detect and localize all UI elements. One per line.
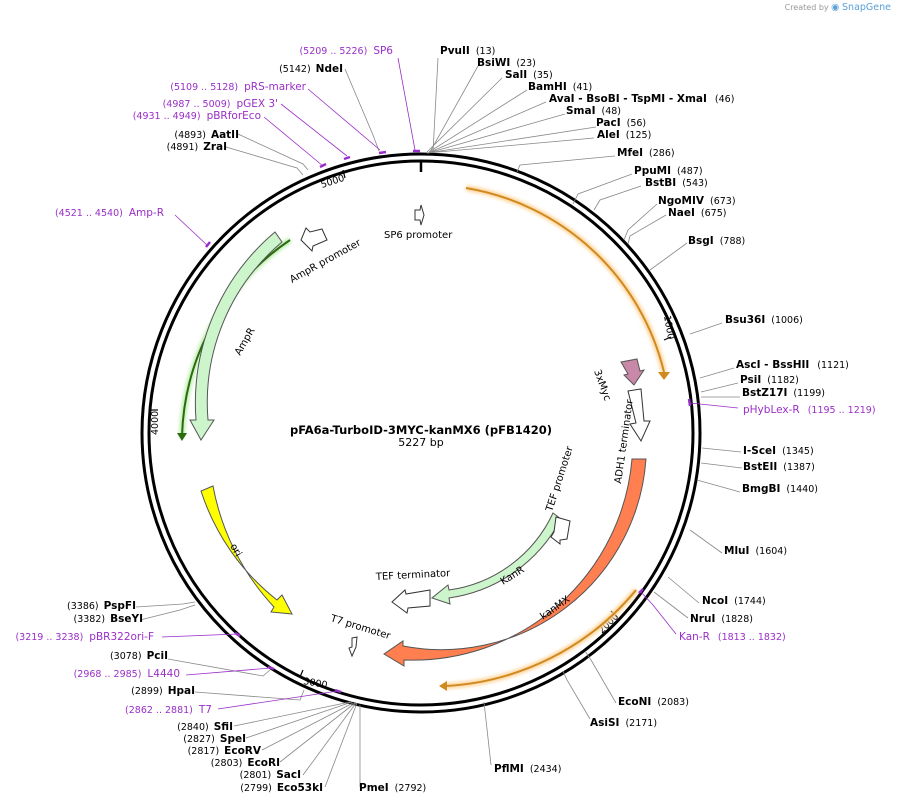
primer-phyblex-r: pHybLex-R(1195 .. 1219) xyxy=(743,404,876,416)
enzyme-alei: AleI(125) xyxy=(597,129,651,141)
enzyme-pmei: PmeI(2792) xyxy=(359,782,426,794)
enzyme-ncoi: NcoI(1744) xyxy=(702,595,766,607)
primer-leaders xyxy=(161,57,739,710)
tick-label: 4000 xyxy=(150,411,161,435)
orf-arc-bottom xyxy=(445,589,637,687)
ampr-promoter-arrow xyxy=(300,227,328,253)
snapgene-credit: Created by ◉ SnapGene xyxy=(785,2,891,13)
enzyme-smai: SmaI(48) xyxy=(566,105,621,117)
tef-terminator-arrow xyxy=(391,589,431,614)
tick-label: 5000 xyxy=(320,173,346,191)
enzyme-bseyi: (3382)BseYI xyxy=(74,613,143,625)
primer-amp-r: (4521 .. 4540)Amp-R xyxy=(55,207,164,219)
enzyme-mlui: MluI(1604) xyxy=(724,545,787,557)
enzyme-eco53ki: (2799)Eco53kI xyxy=(240,782,323,794)
enzyme-bsgi: BsgI(788) xyxy=(688,235,745,247)
primer-sp6: (5209 .. 5226)SP6 xyxy=(299,45,393,57)
enzyme-mfei: MfeI(286) xyxy=(617,147,675,159)
credit-prefix: Created by xyxy=(784,3,829,12)
enzyme-ndei: (5142)NdeI xyxy=(279,63,343,75)
enzyme-bsiwi: BsiWI(23) xyxy=(477,57,536,69)
enzyme-i-scei: I-SceI(1345) xyxy=(743,445,814,457)
primer-pbrforeco: (4931 .. 4949)pBRforEco xyxy=(133,110,261,122)
orf-arrowhead xyxy=(658,372,670,380)
enzyme-pcii: (3078)PciI xyxy=(110,650,168,662)
backbone-outer xyxy=(140,152,702,714)
credit-brand: SnapGene xyxy=(842,2,891,13)
enzyme-bamhi: BamHI(41) xyxy=(528,81,592,93)
enzyme-ppumi: PpuMI(487) xyxy=(634,165,703,177)
tef-promoter-arrow xyxy=(550,516,571,546)
enzyme-ecorv: (2817)EcoRV xyxy=(188,745,262,757)
ori-arrow xyxy=(200,485,293,615)
ampr-outer-arrowhead xyxy=(177,433,187,441)
enzyme-hpai: (2899)HpaI xyxy=(131,685,195,697)
primer-kan-r: Kan-R(1813 .. 1832) xyxy=(679,631,786,643)
enzyme-avai-group: AvaI - BsoBI - TspMI - XmaI(46) xyxy=(549,93,734,105)
kanr-arrow xyxy=(430,512,562,605)
enzyme-naei: NaeI(675) xyxy=(668,207,726,219)
enzyme-bsteii: BstEII(1387) xyxy=(743,461,815,473)
adh1-terminator-arrow xyxy=(627,388,651,443)
enzyme-asisi: AsiSI(2171) xyxy=(590,717,657,729)
primer-l4440: (2968 .. 2985)L4440 xyxy=(74,668,180,680)
feature-label-t7-promoter: T7 promoter xyxy=(328,613,392,642)
enzyme-aatii: (4893)AatII xyxy=(174,129,239,141)
enzyme-bsu36i: Bsu36I(1006) xyxy=(725,314,803,326)
feature-label-ampr-promoter: AmpR promoter xyxy=(288,237,364,286)
enzyme-econi: EcoNI(2083) xyxy=(618,696,689,708)
primer-prs-marker: (5109 .. 5128)pRS-marker xyxy=(170,81,306,93)
enzyme-psii: PsiI(1182) xyxy=(740,374,799,386)
primer-pgex-3: (4987 .. 5009)pGEX 3' xyxy=(163,98,278,110)
enzyme-paci: PacI(56) xyxy=(596,117,646,129)
enzyme-asci-group: AscI - BssHII(1121) xyxy=(736,359,849,371)
plasmid-length: 5227 bp xyxy=(398,436,443,449)
enzyme-sfii: (2840)SfiI xyxy=(177,721,233,733)
enzyme-sali: SalI(35) xyxy=(505,69,553,81)
enzyme-nrui: NruI(1828) xyxy=(690,613,753,625)
ampr-arrow xyxy=(189,231,283,441)
snapgene-logo-icon: ◉ xyxy=(831,2,840,13)
plasmid-name: pFA6a-TurboID-3MYC-kanMX6 (pFB1420) xyxy=(290,423,552,437)
orf-glow-bottom xyxy=(445,588,639,689)
orf-arrowhead-bottom xyxy=(439,681,447,691)
enzyme-bstbi: BstBI(543) xyxy=(645,177,708,189)
enzyme-bstz17i: BstZ17I(1199) xyxy=(742,387,825,399)
enzyme-bmgbi: BmgBI(1440) xyxy=(742,483,818,495)
enzyme-ngomiv: NgoMIV(673) xyxy=(658,195,736,207)
feature-label-3xmyc: 3xMyc xyxy=(591,368,612,402)
sp6-promoter-arrow xyxy=(414,204,425,226)
enzyme-leaders xyxy=(135,57,743,788)
primer-pbr322ori-f: (3219 .. 3238)pBR322ori-F xyxy=(15,631,154,643)
enzyme-pspfi: (3386)PspFI xyxy=(67,600,136,612)
orf-glow xyxy=(465,185,667,373)
tick-label: 3000 xyxy=(302,676,328,691)
feature-label-ampr: AmpR xyxy=(233,326,257,357)
enzyme-zrai: (4891)ZraI xyxy=(167,141,227,153)
enzyme-pvuii: PvuII(13) xyxy=(440,45,495,57)
tick-label: 1000 xyxy=(661,315,676,341)
enzyme-pflmi: PflMI(2434) xyxy=(494,763,561,775)
feature-label-kanmx: kanMX xyxy=(538,594,572,622)
enzyme-ecori: (2803)EcoRI xyxy=(211,757,280,769)
feature-label-tef-terminator: TEF terminator xyxy=(375,568,452,583)
t7-promoter-arrow xyxy=(348,636,358,658)
feature-label-tef-promoter: TEF promoter xyxy=(544,444,576,514)
feature-label-sp6-promoter: SP6 promoter xyxy=(384,230,453,241)
kanmx-arrow xyxy=(383,458,647,667)
3xmyc-arrow xyxy=(620,358,646,386)
primer-t7: (2862 .. 2881)T7 xyxy=(125,704,212,716)
enzyme-spei: (2827)SpeI xyxy=(183,733,246,745)
orf-arc-top xyxy=(465,187,665,373)
enzyme-saci: (2801)SacI xyxy=(240,769,301,781)
